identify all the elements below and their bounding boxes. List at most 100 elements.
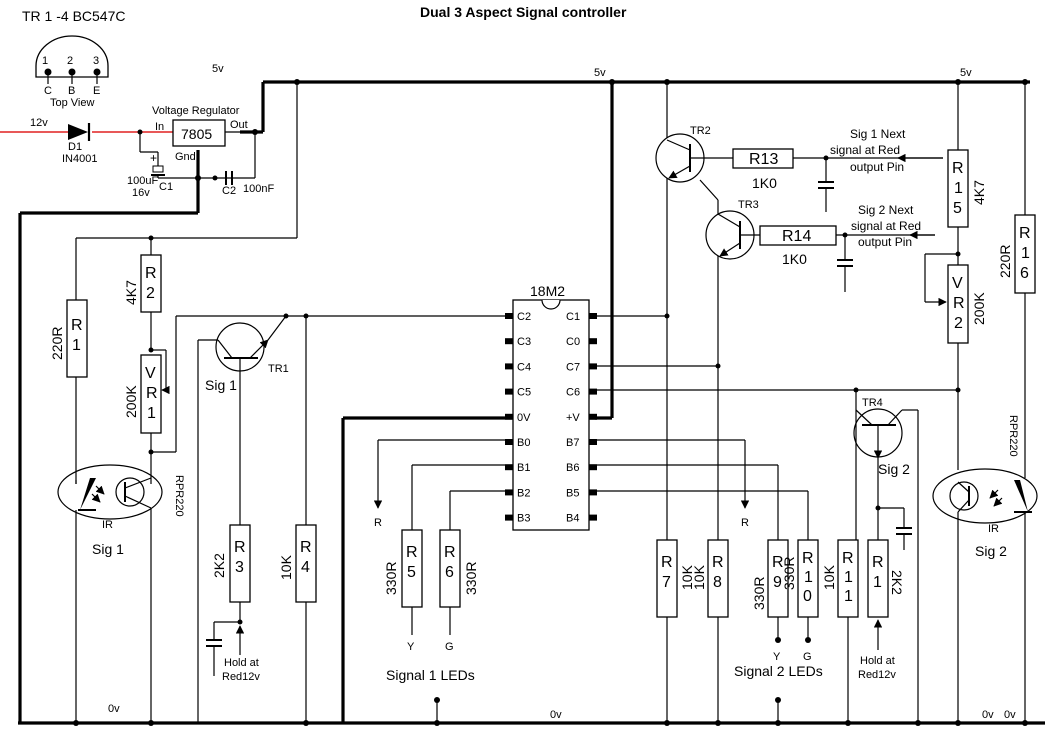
tr1-stage: TR1 Sig 1 R 3 2K2 Hold at Red12v R 4 10K [148,313,505,726]
resistor-r4: R 4 10K [278,524,317,603]
output-r-left: R [374,517,382,529]
ic-pin-label-left-8: B3 [517,513,530,525]
ic-pin-left-2 [505,363,513,370]
r16-label-1: R [1019,225,1031,242]
c2-value: 100nF [243,183,274,195]
vr2-label-1: V [952,275,963,292]
r4-label-1: R [300,539,312,556]
r10-label-2: 1 [804,569,813,586]
next1-line2: signal at Red [830,143,900,157]
ic-pin-left-3 [505,388,513,395]
r14-label: R14 [782,228,811,245]
resistor-r7: R 7 10K [656,539,695,618]
r15-label-2: 1 [954,180,963,197]
ic-pin-right-2 [589,363,597,370]
regulator-gnd: Gnd [175,151,196,163]
r10-label-1: R [802,550,814,567]
r7-value: 10K [679,564,695,590]
r2-value: 4K7 [123,280,139,305]
next1-line3: output Pin [850,160,904,174]
resistor-r13: R13 1K0 [732,148,794,191]
tr1-sig-label: Sig 1 [205,377,237,393]
r3-label-2: 3 [235,559,244,576]
ic-pin-left-4 [505,413,513,420]
ic-pin-label-left-2: C4 [517,361,531,373]
ic-pin-label-right-0: C1 [566,311,580,323]
r6-label-2: 6 [445,564,454,581]
resistor-r2: R 2 4K7 [123,254,162,313]
r12-label-2: 1 [873,574,882,591]
hold2-line2: Red12v [858,669,896,681]
transistor-pinout: 1 2 3 C B E Top View [35,35,109,109]
transistor-tr3: TR3 [705,199,759,260]
r3-value: 2K2 [211,553,227,578]
resistor-r8: R 8 10K [691,539,729,618]
ic-pin-label-left-4: 0V [517,412,531,424]
diode-part: IN4001 [62,153,97,165]
next1-line1: Sig 1 Next [850,127,906,141]
capacitor-c1: + 100uF 16v C1 [127,151,173,199]
label-5v-left: 5v [212,63,224,75]
c2-ref: C2 [222,185,236,197]
r11-value: 10K [821,564,837,590]
transistor-tr2: TR2 [655,125,711,183]
r15-label-1: R [952,160,964,177]
output-g2: G [803,651,812,663]
r8-label-1: R [712,554,724,571]
r11-label-1: R [842,550,854,567]
label-0v-left: 0v [108,703,120,715]
vr1-label-1: V [145,365,156,382]
r9-label-2: 9 [773,574,782,591]
r12-label-1: R [872,554,884,571]
pinout-caption: Top View [50,97,94,109]
ic-pin-label-left-3: C5 [517,387,531,399]
resistor-r9: R 9 330R [751,539,789,618]
r16-value: 220R [997,245,1013,278]
sensor-sig1: IR RPR220 Sig 1 [57,464,185,557]
ic-pin-label-left-7: B2 [517,487,530,499]
ic-pin-right-6 [589,464,597,471]
sig1-sensor-name: Sig 1 [92,541,124,557]
r4-label-2: 4 [301,559,310,576]
tr4-sig-label: Sig 2 [878,461,910,477]
diode-d1: D1 IN4001 [62,123,97,165]
resistor-r11: R 1 1 10K [821,539,859,618]
ic-name: 18M2 [530,283,565,299]
next2-line1: Sig 2 Next [858,203,914,217]
ic-pin-left-1 [505,338,513,345]
ic-pin-left-8 [505,514,513,521]
sig2-sensor-part: RPR220 [1007,415,1019,457]
hold1-line1: Hold at [224,657,259,669]
r2-label-2: 2 [146,285,155,302]
sig2-sensor-name: Sig 2 [975,543,1007,559]
power-rails: 5v 5v 5v 0v 0v 0v 0v [18,63,1045,725]
ic-pin-left-7 [505,489,513,496]
r13-label: R13 [749,151,778,168]
r8-value: 10K [691,564,707,590]
ic-pin-label-left-1: C3 [517,336,531,348]
transistor-tr1: TR1 Sig 1 [205,322,289,393]
r5-label-1: R [406,544,418,561]
r14-value: 1K0 [782,251,807,267]
c1-ref: C1 [159,181,173,193]
pinout-letter-b: B [68,85,75,97]
resistor-r14: R14 1K0 [759,225,837,267]
r1-label-1: R [71,317,83,334]
vr1-label-2: R [146,385,158,402]
potentiometer-vr2: V R 2 200K [947,264,987,344]
label-5v-right: 5v [960,67,972,79]
ic-pin-label-right-5: B7 [566,437,579,449]
ic-pin-left-5 [505,439,513,445]
ic-pin-label-left-5: B0 [517,437,530,449]
label-0v-right-2: 0v [1004,709,1016,721]
r1-label-2: 1 [72,337,81,354]
r11-label-3: 1 [844,588,853,605]
next2-line3: output Pin [858,235,912,249]
r16-label-3: 6 [1020,265,1029,282]
resistor-r3: R 3 2K2 [211,524,251,603]
tr4-label: TR4 [862,397,883,409]
ic-pin-label-right-8: B4 [566,513,579,525]
pinout-pin-1: 1 [42,55,48,67]
resistor-r10: R 1 0 330R [781,539,819,618]
capacitor-c2: C2 100nF [222,171,274,197]
